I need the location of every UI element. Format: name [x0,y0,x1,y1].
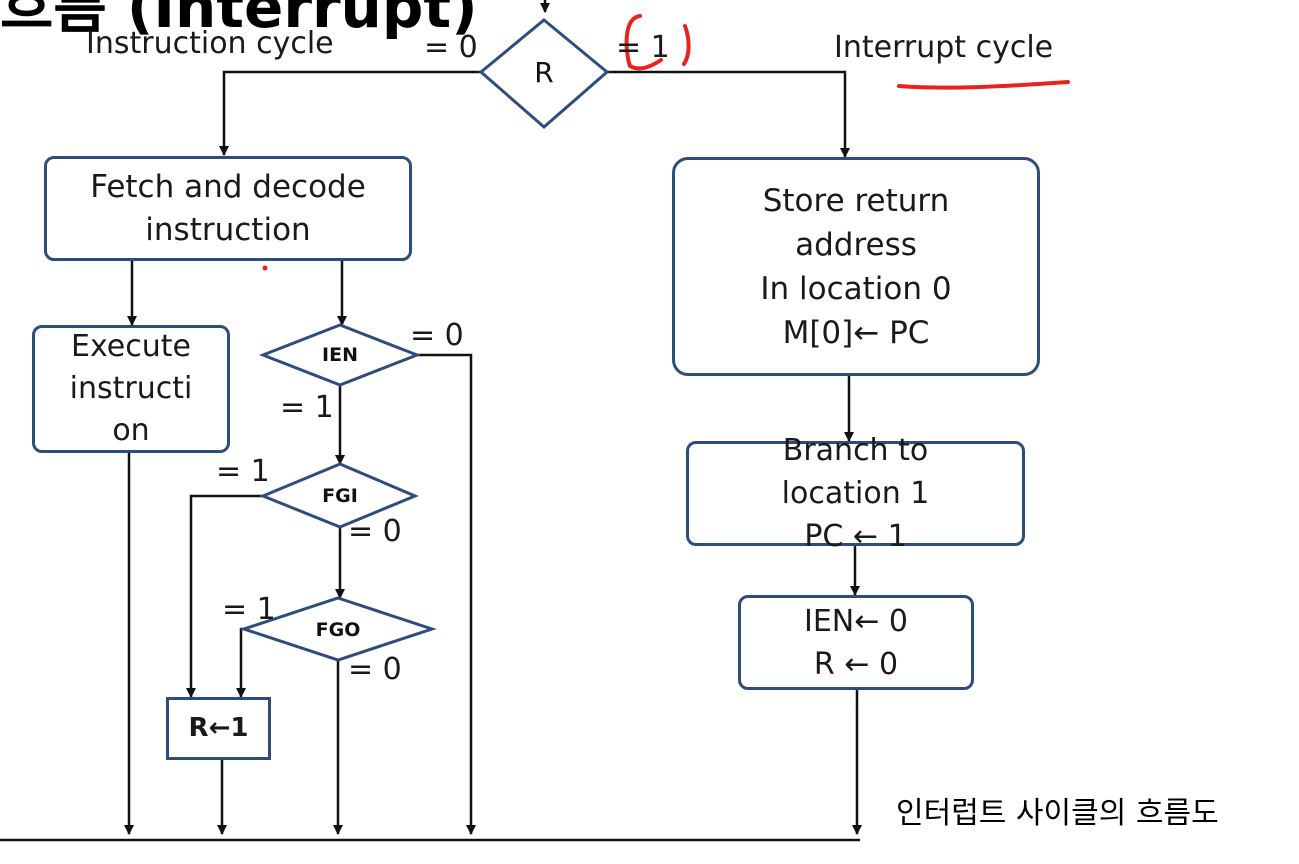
store-line-4: M[0]← PC [782,314,930,351]
fgi-eq0-label: = 0 [348,514,402,549]
fetch-decode-box: Fetch and decode instruction [44,156,412,261]
r-eq1-label: = 1 [616,30,670,65]
set-r-label: R←1 [188,713,249,743]
store-return-box: Store return address In location 0 M[0]←… [672,157,1040,376]
reset-box: IEN← 0 R ← 0 [738,595,974,690]
interrupt-cycle-label: Interrupt cycle [834,30,1054,65]
set-r-box: R←1 [166,697,271,760]
execute-line-3: on [112,413,150,448]
fgo-eq1-label: = 1 [222,592,276,627]
ien-eq1-label: = 1 [280,390,334,425]
decision-ien: IEN [322,344,358,366]
fgi-eq1-label: = 1 [216,454,270,489]
decision-r: R [534,56,554,89]
reset-line-1: IEN← 0 [803,603,908,639]
r-eq0-label: = 0 [424,30,478,65]
branch-line-2: location 1 [781,476,930,511]
page-title: 흐름 (Interrupt) [0,0,478,41]
branch-box: Branch to location 1 PC ← 1 [686,433,1025,554]
fetch-line-2: instruction [145,211,311,248]
execute-line-2: instructi [69,371,193,406]
execute-line-1: Execute [71,329,191,364]
fetch-line-1: Fetch and decode [90,168,366,205]
store-line-3: In location 0 [760,270,952,307]
reset-line-2: R ← 0 [813,646,899,682]
store-line-1: Store return [762,182,950,219]
figure-caption: 인터럽트 사이클의 흐름도 [896,796,1219,831]
decision-fgi: FGI [322,485,358,507]
decision-fgo: FGO [315,619,361,641]
branch-line-1: Branch to [782,433,929,468]
instruction-cycle-label: Instruction cycle [86,26,334,61]
fgo-eq0-label: = 0 [348,652,402,687]
execute-instruction-box: Execute instructi on [32,325,230,453]
store-line-2: address [795,226,917,263]
branch-line-3: PC ← 1 [804,519,907,554]
ien-eq0-label: = 0 [410,318,464,353]
